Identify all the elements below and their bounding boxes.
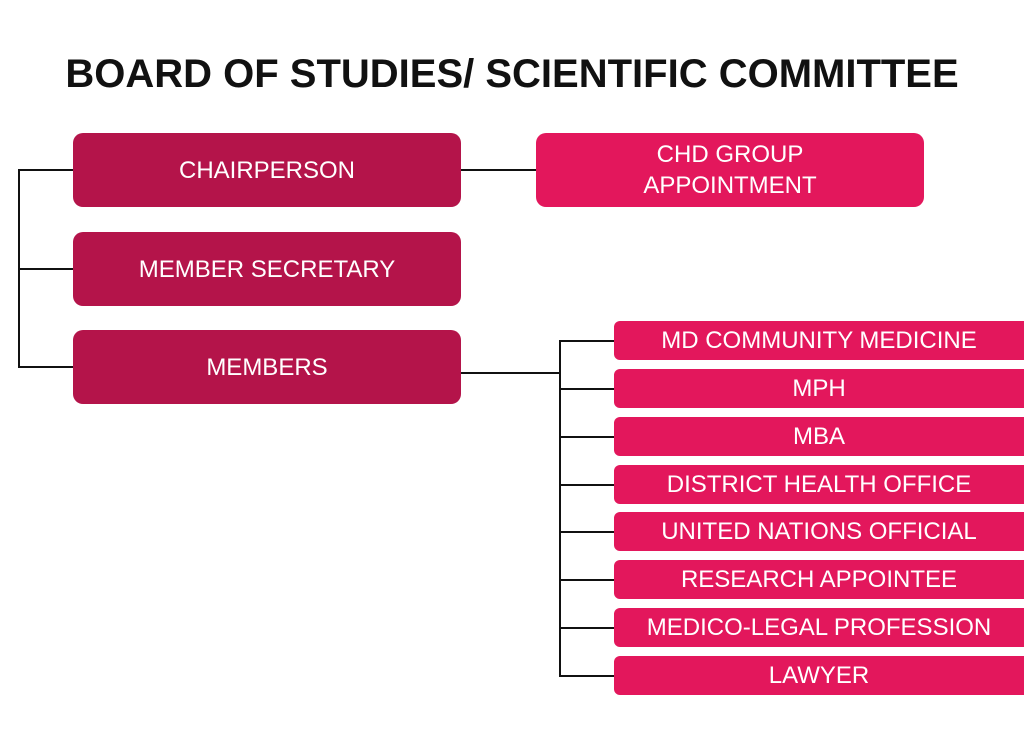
member-list-item: DISTRICT HEALTH OFFICE <box>614 465 1024 504</box>
member-list-item: RESEARCH APPOINTEE <box>614 560 1024 599</box>
member-list-item-label: UNITED NATIONS OFFICIAL <box>661 518 977 545</box>
member-list-branch-connector <box>559 484 616 486</box>
member-list-spine-connector <box>559 340 561 676</box>
member-list-item-label: RESEARCH APPOINTEE <box>680 566 958 593</box>
member-list-item-label: MBA <box>792 423 845 450</box>
chairperson-box: CHAIRPERSON <box>73 133 461 207</box>
member-list-item-label: MD COMMUNITY MEDICINE <box>661 327 977 354</box>
chairperson-label: CHAIRPERSON <box>178 156 356 184</box>
chairperson-to-chd-connector <box>460 169 538 171</box>
appointment-label: APPOINTMENT <box>643 172 817 199</box>
member-secretary-branch-connector <box>18 268 74 270</box>
member-list-item: MBA <box>614 417 1024 456</box>
members-branch-connector <box>18 366 74 368</box>
member-list-branch-connector <box>559 675 616 677</box>
chairperson-branch-connector <box>18 169 74 171</box>
member-list-item-label: MEDICO-LEGAL PROFESSION <box>646 614 992 641</box>
member-list-branch-connector <box>559 340 616 342</box>
member-list-branch-connector <box>559 436 616 438</box>
member-list-item-label: LAWYER <box>768 662 870 689</box>
member-list-item: UNITED NATIONS OFFICIAL <box>614 512 1024 551</box>
member-list-item-label: DISTRICT HEALTH OFFICE <box>666 471 972 498</box>
member-list-item: MD COMMUNITY MEDICINE <box>614 321 1024 360</box>
member-list-item: MEDICO-LEGAL PROFESSION <box>614 608 1024 647</box>
member-list-branch-connector <box>559 579 616 581</box>
member-list-item-label: MPH <box>792 375 846 402</box>
member-secretary-box: MEMBER SECRETARY <box>73 232 461 306</box>
member-list-item: MPH <box>614 369 1024 408</box>
members-box: MEMBERS <box>73 330 461 404</box>
member-list-item: LAWYER <box>614 656 1024 695</box>
member-secretary-label: MEMBER SECRETARY <box>138 255 396 283</box>
member-list-branch-connector <box>559 388 616 390</box>
chd-group-appointment-box: CHD GROUP APPOINTMENT <box>536 133 924 207</box>
members-to-list-connector <box>460 372 561 374</box>
chd-group-label: CHD GROUP <box>656 141 804 168</box>
member-list-branch-connector <box>559 531 616 533</box>
members-label: MEMBERS <box>206 353 328 381</box>
member-list-branch-connector <box>559 627 616 629</box>
diagram-title: BOARD OF STUDIES/ SCIENTIFIC COMMITTEE <box>65 52 959 96</box>
